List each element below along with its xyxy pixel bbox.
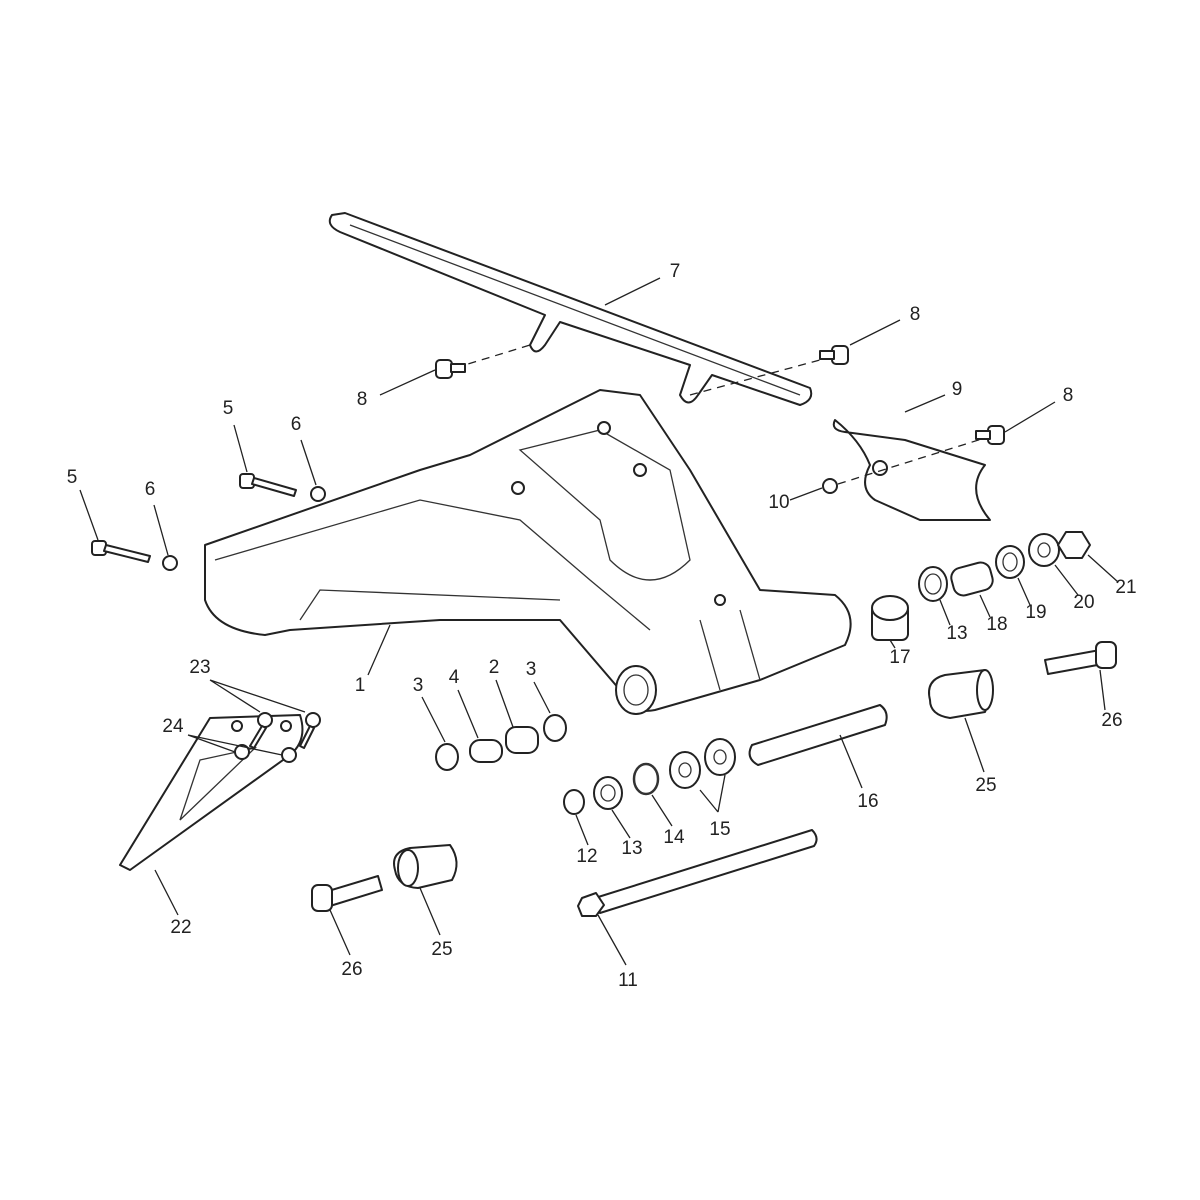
- callout-5[interactable]: 5: [223, 398, 234, 419]
- part-tube-16[interactable]: [748, 704, 888, 766]
- callout-14[interactable]: 14: [663, 827, 685, 848]
- callout-17[interactable]: 17: [889, 647, 910, 668]
- callout-16[interactable]: 16: [857, 791, 878, 812]
- part-spindle-11[interactable]: [577, 829, 818, 917]
- part-washer-20[interactable]: [1028, 533, 1060, 567]
- part-bearing-15a[interactable]: [669, 751, 701, 789]
- callout-3[interactable]: 3: [413, 675, 424, 696]
- callout-4[interactable]: 4: [449, 667, 460, 688]
- callout-9[interactable]: 9: [952, 379, 963, 400]
- callout-8[interactable]: 8: [1063, 385, 1074, 406]
- part-washer-13b[interactable]: [593, 776, 623, 810]
- callout-1[interactable]: 1: [355, 675, 366, 696]
- part-bush-2[interactable]: [505, 726, 539, 754]
- part-swingarm[interactable]: [204, 389, 852, 715]
- callout-18[interactable]: 18: [986, 614, 1007, 635]
- part-heel-guard-22[interactable]: [119, 714, 304, 871]
- part-nut-6b[interactable]: [162, 555, 178, 571]
- part-bolt-5a[interactable]: [239, 473, 297, 497]
- callout-6[interactable]: 6: [145, 479, 156, 500]
- callout-8[interactable]: 8: [910, 304, 921, 325]
- callout-8[interactable]: 8: [357, 389, 368, 410]
- callout-20[interactable]: 20: [1073, 592, 1094, 613]
- callout-24[interactable]: 24: [162, 716, 184, 737]
- part-bolt-8b[interactable]: [819, 345, 849, 365]
- part-bolt-8a[interactable]: [435, 359, 466, 379]
- callout-19[interactable]: 19: [1025, 602, 1046, 623]
- part-bump-stop-25b[interactable]: [393, 844, 458, 889]
- part-circlip-14[interactable]: [632, 762, 660, 796]
- part-bolt-26a[interactable]: [1044, 641, 1117, 675]
- part-washer-12[interactable]: [563, 789, 585, 815]
- part-washer-3a[interactable]: [435, 743, 459, 771]
- callout-12[interactable]: 12: [576, 846, 597, 867]
- callout-23[interactable]: 23: [189, 657, 210, 678]
- part-washer-24b[interactable]: [281, 747, 297, 763]
- part-seal-19[interactable]: [995, 545, 1025, 579]
- part-nut-6a[interactable]: [310, 486, 326, 502]
- part-sleeve-4[interactable]: [469, 739, 503, 763]
- part-bolt-5b[interactable]: [91, 540, 151, 563]
- part-bush-17[interactable]: [871, 595, 909, 641]
- callout-25[interactable]: 25: [431, 939, 452, 960]
- part-washer-3b[interactable]: [543, 714, 567, 742]
- part-bolt-26b[interactable]: [311, 875, 383, 912]
- callout-7[interactable]: 7: [670, 261, 681, 282]
- callout-26[interactable]: 26: [341, 959, 362, 980]
- callout-10[interactable]: 10: [768, 492, 789, 513]
- callout-13[interactable]: 13: [946, 623, 967, 644]
- callout-11[interactable]: 11: [618, 970, 638, 991]
- part-nut-21[interactable]: [1057, 531, 1091, 559]
- callout-22[interactable]: 22: [170, 917, 191, 938]
- callout-21[interactable]: 21: [1115, 577, 1136, 598]
- callout-3[interactable]: 3: [526, 659, 537, 680]
- part-screw-23a[interactable]: [249, 712, 273, 749]
- part-screw-23b[interactable]: [299, 712, 321, 749]
- part-bearing-15b[interactable]: [704, 738, 736, 776]
- part-chain-guard[interactable]: [328, 212, 813, 406]
- callouts: 1 2 3 3 4 5 5 6 6 7 8 8 8 9 10 11 12 13 …: [67, 261, 1137, 991]
- callout-13[interactable]: 13: [621, 838, 642, 859]
- part-bolt-8c[interactable]: [975, 425, 1005, 445]
- part-washer-13a[interactable]: [918, 566, 948, 602]
- callout-5[interactable]: 5: [67, 467, 78, 488]
- leader-lines: [79, 277, 1119, 966]
- callout-25[interactable]: 25: [975, 775, 996, 796]
- callout-2[interactable]: 2: [489, 657, 500, 678]
- part-bush-18[interactable]: [949, 560, 995, 597]
- part-bump-stop-25a[interactable]: [928, 669, 994, 719]
- callout-26[interactable]: 26: [1101, 710, 1122, 731]
- part-chain-guard-rear[interactable]: [832, 419, 991, 521]
- callout-6[interactable]: 6: [291, 414, 302, 435]
- part-washer-10[interactable]: [822, 478, 838, 494]
- callout-15[interactable]: 15: [709, 819, 730, 840]
